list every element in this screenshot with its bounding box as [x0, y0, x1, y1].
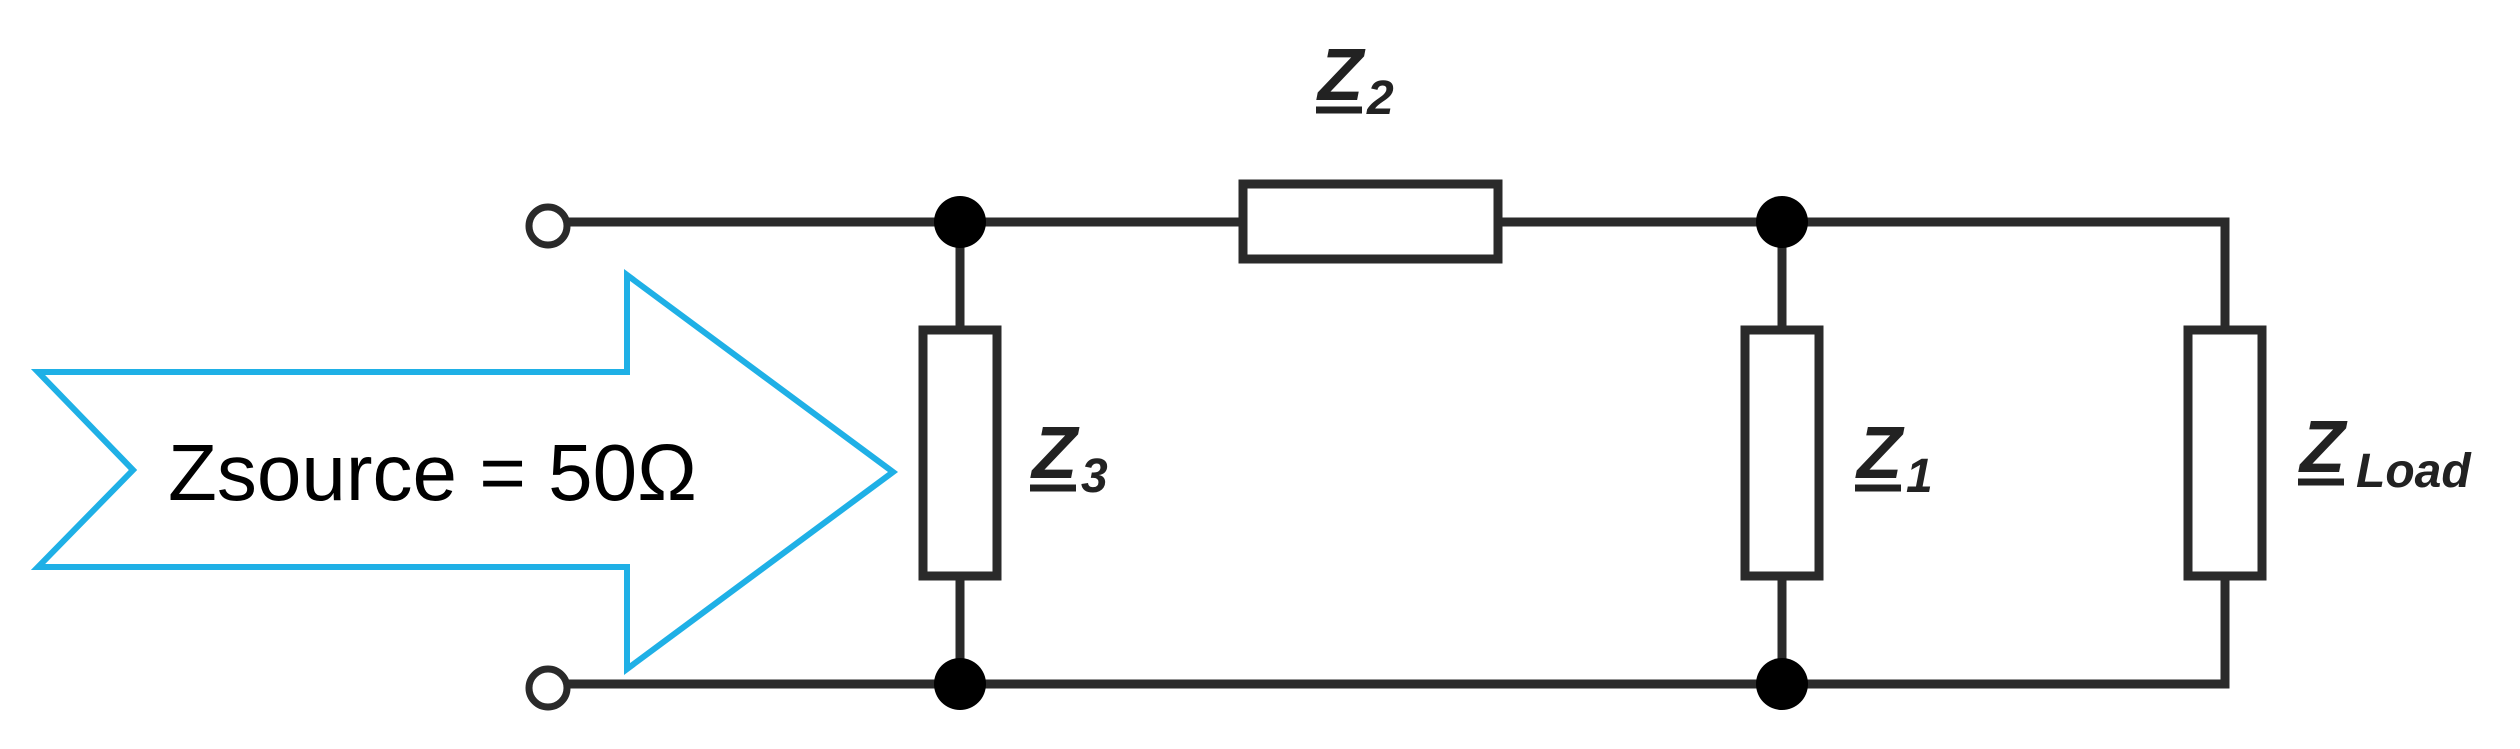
zload-label: Z Load [2298, 405, 2472, 498]
zload-subscript: Load [2356, 445, 2472, 498]
z2-label: Z 2 [1316, 33, 1394, 125]
node-bottom-z3 [934, 658, 986, 710]
z3-subscript: 3 [1081, 450, 1108, 503]
node-top-z3 [934, 196, 986, 248]
zload-impedance [2183, 325, 2267, 581]
z2-impedance [1238, 179, 1503, 264]
z1-impedance [1740, 325, 1824, 581]
z1-label: Z 1 [1855, 411, 1933, 503]
z1-subscript: 1 [1906, 450, 1933, 503]
z1-symbol: Z [1855, 411, 1905, 494]
z3-symbol: Z [1030, 411, 1080, 494]
z2-subscript: 2 [1366, 72, 1394, 125]
source-label: Zsource = 50Ω [168, 428, 697, 517]
z2-symbol: Z [1316, 33, 1366, 116]
input-terminal-top [525, 203, 571, 249]
node-bottom-z1 [1756, 658, 1808, 710]
zload-symbol: Z [2298, 405, 2348, 488]
node-top-z1 [1756, 196, 1808, 248]
input-terminal-bottom [525, 665, 571, 711]
z3-label: Z 3 [1030, 411, 1108, 503]
z3-impedance [918, 325, 1002, 581]
source-arrow [30, 269, 899, 675]
